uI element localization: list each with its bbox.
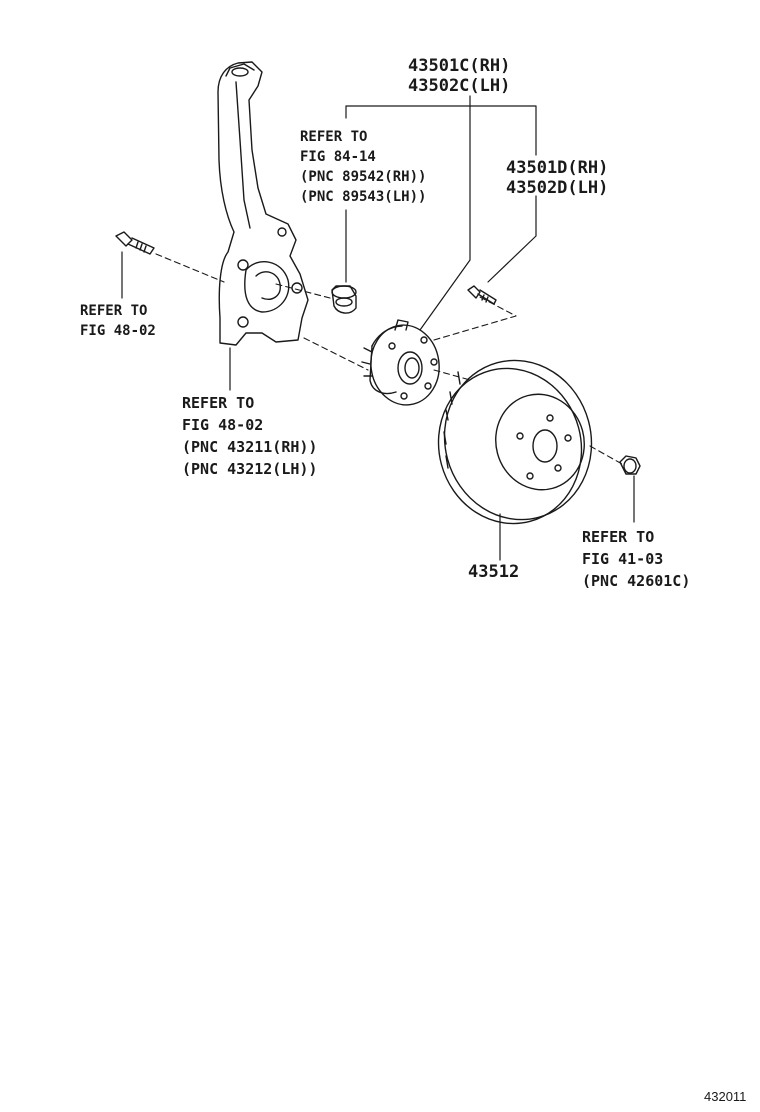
ref-knuckle-line1: REFER TO	[182, 394, 255, 412]
figure-id: 432011	[704, 1089, 747, 1104]
knuckle-bolt[interactable]	[115, 231, 155, 255]
ref-knuckle-line4: (PNC 43212(LH))	[182, 460, 318, 478]
ref-knuckle-line2[interactable]: FIG 48-02	[182, 416, 264, 434]
ref-nut-line2[interactable]: FIG 41-03	[582, 550, 664, 568]
ref-sensor-line4: (PNC 89543(LH))	[300, 189, 427, 205]
ref-sensor-line3: (PNC 89542(RH))	[300, 169, 427, 185]
callout-hub-front-line2[interactable]: 43502D(LH)	[506, 178, 609, 198]
ref-sensor-line2[interactable]: FIG 84-14	[300, 149, 376, 165]
callout-hub-front-line1[interactable]: 43501D(RH)	[506, 158, 609, 178]
hub-bolt[interactable]	[467, 285, 497, 305]
ref-bolt-line2[interactable]: FIG 48-02	[80, 323, 156, 339]
callout-hub-rear-line1[interactable]: 43501C(RH)	[408, 56, 511, 76]
steering-knuckle[interactable]	[217, 61, 309, 346]
abs-sensor[interactable]	[331, 285, 357, 314]
callout-hub-rear-line2[interactable]: 43502C(LH)	[408, 76, 511, 96]
ref-nut-line1: REFER TO	[582, 528, 655, 546]
leader-lines	[121, 95, 635, 561]
wheel-nut[interactable]	[619, 455, 641, 475]
callout-rotor[interactable]: 43512	[468, 562, 520, 582]
hub-bearing[interactable]	[361, 319, 444, 409]
disc-rotor[interactable]	[421, 344, 609, 540]
ref-nut-line3: (PNC 42601C)	[582, 572, 691, 590]
ref-knuckle-line3: (PNC 43211(RH))	[182, 438, 318, 456]
ref-bolt-line1: REFER TO	[80, 303, 148, 319]
assembly-axis-lines	[155, 253, 623, 465]
ref-sensor-line1: REFER TO	[300, 129, 368, 145]
